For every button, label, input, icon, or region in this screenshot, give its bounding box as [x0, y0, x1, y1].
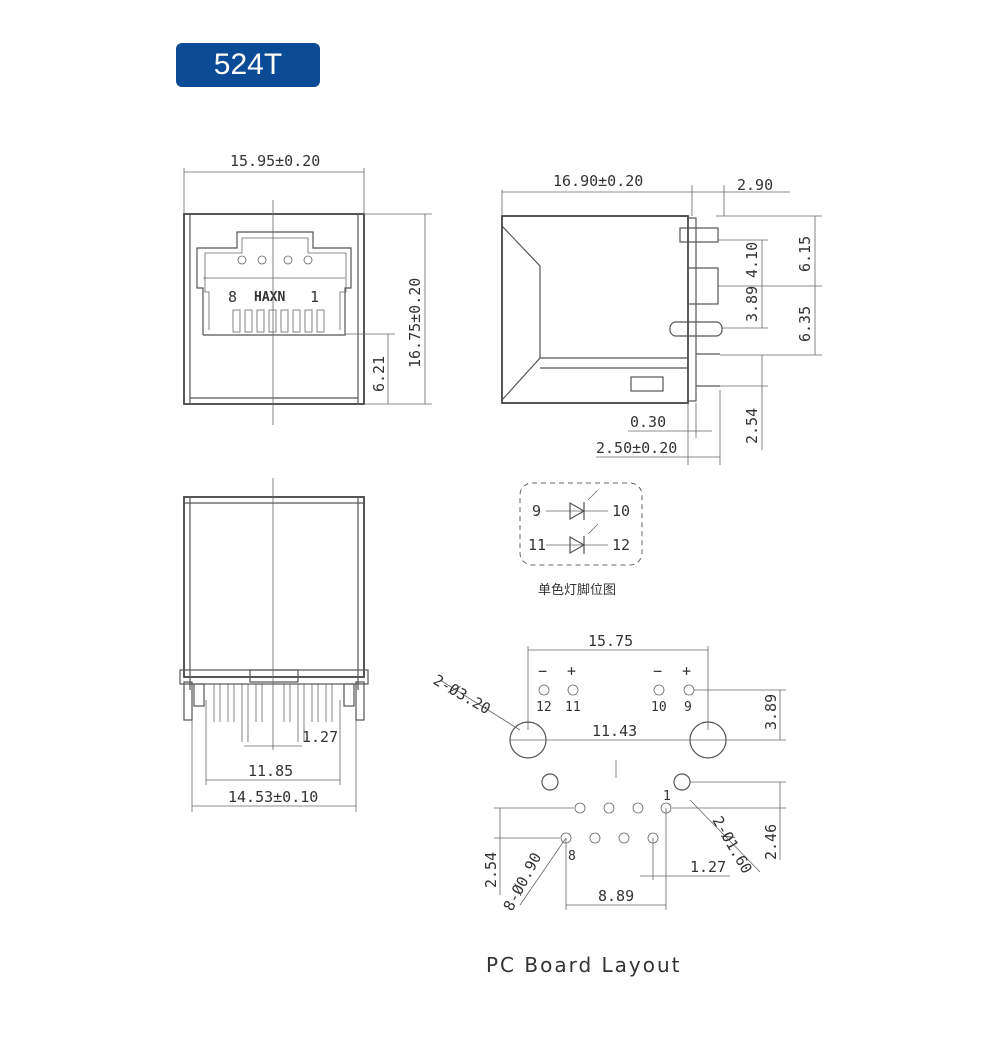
bottom-view: 1.27 11.85 14.53±0.10	[179, 478, 369, 812]
pcb-led-pin-12: 12	[536, 700, 552, 715]
front-width-dim: 15.95±0.20	[230, 152, 320, 170]
front-brand-label: HAXN	[254, 290, 285, 305]
side-d254-dim: 2.54	[743, 408, 761, 444]
side-d410-dim: 4.10	[743, 242, 761, 278]
led-pin-12: 12	[612, 536, 630, 554]
front-pin-left-label: 8	[228, 288, 237, 306]
bottom-span-dim: 11.85	[248, 762, 293, 780]
pcb-sign-11: +	[567, 662, 576, 680]
side-length-dim: 16.90±0.20	[553, 172, 643, 190]
pcb-row-span-dim: 8.89	[598, 887, 634, 905]
pcb-sign-10: −	[653, 662, 662, 680]
side-d389-dim: 3.89	[743, 286, 761, 322]
pcb-led-pin-9: 9	[684, 700, 692, 715]
pcb-post-dia-dim: 2-Ø3.20	[430, 671, 494, 718]
side-d615-dim: 6.15	[796, 236, 814, 272]
led-legend-caption: 单色灯脚位图	[538, 582, 616, 598]
bottom-width-dim: 14.53±0.10	[228, 788, 318, 806]
title-badge: 524T	[176, 43, 320, 87]
led-legend: 9 10 11 12 单色灯脚位图	[519, 482, 643, 598]
side-view: 16.90±0.20 2.90 6.15 6.35 4.10 3.89 2.54…	[501, 172, 822, 465]
pcb-top-span-dim: 15.75	[588, 632, 633, 650]
pcb-post-span-dim: 11.43	[592, 722, 637, 740]
pcb-led-pin-10: 10	[651, 700, 667, 715]
bottom-pitch-dim: 1.27	[302, 728, 338, 746]
pcb-pitch-v-dim: 2.54	[482, 852, 500, 888]
led-pin-9: 9	[532, 502, 541, 520]
front-pin-right-label: 1	[310, 288, 319, 306]
pcb-pin-8: 8	[568, 849, 576, 864]
led-pin-10: 10	[612, 502, 630, 520]
pcb-sign-9: +	[682, 662, 691, 680]
side-tail-dim: 2.90	[737, 176, 773, 194]
side-d250-dim: 2.50±0.20	[596, 439, 677, 457]
led-pin-11: 11	[528, 536, 546, 554]
pcb-d246-dim: 2.46	[762, 824, 780, 860]
pcb-title: PC Board Layout	[486, 953, 682, 977]
pcb-sign-12: −	[538, 662, 547, 680]
pcb-pin-1: 1	[663, 789, 671, 804]
pcb-pitch-h-dim: 1.27	[690, 858, 726, 876]
front-offset-dim: 6.21	[370, 356, 388, 392]
side-d635-dim: 6.35	[796, 306, 814, 342]
pcb-layout: 15.75 − + − + 12 11 10 9 11.43 2-Ø3.20	[430, 632, 786, 977]
pcb-pin-dia-dim: 8-Ø0.90	[500, 850, 546, 914]
front-height-dim: 16.75±0.20	[406, 278, 424, 368]
front-view: 8 HAXN 1 15.95±0.20 16.75±0.20 6.21	[183, 152, 432, 425]
pcb-top-height-dim: 3.89	[762, 694, 780, 730]
side-d030-dim: 0.30	[630, 413, 666, 431]
pcb-led-pin-11: 11	[565, 700, 581, 715]
